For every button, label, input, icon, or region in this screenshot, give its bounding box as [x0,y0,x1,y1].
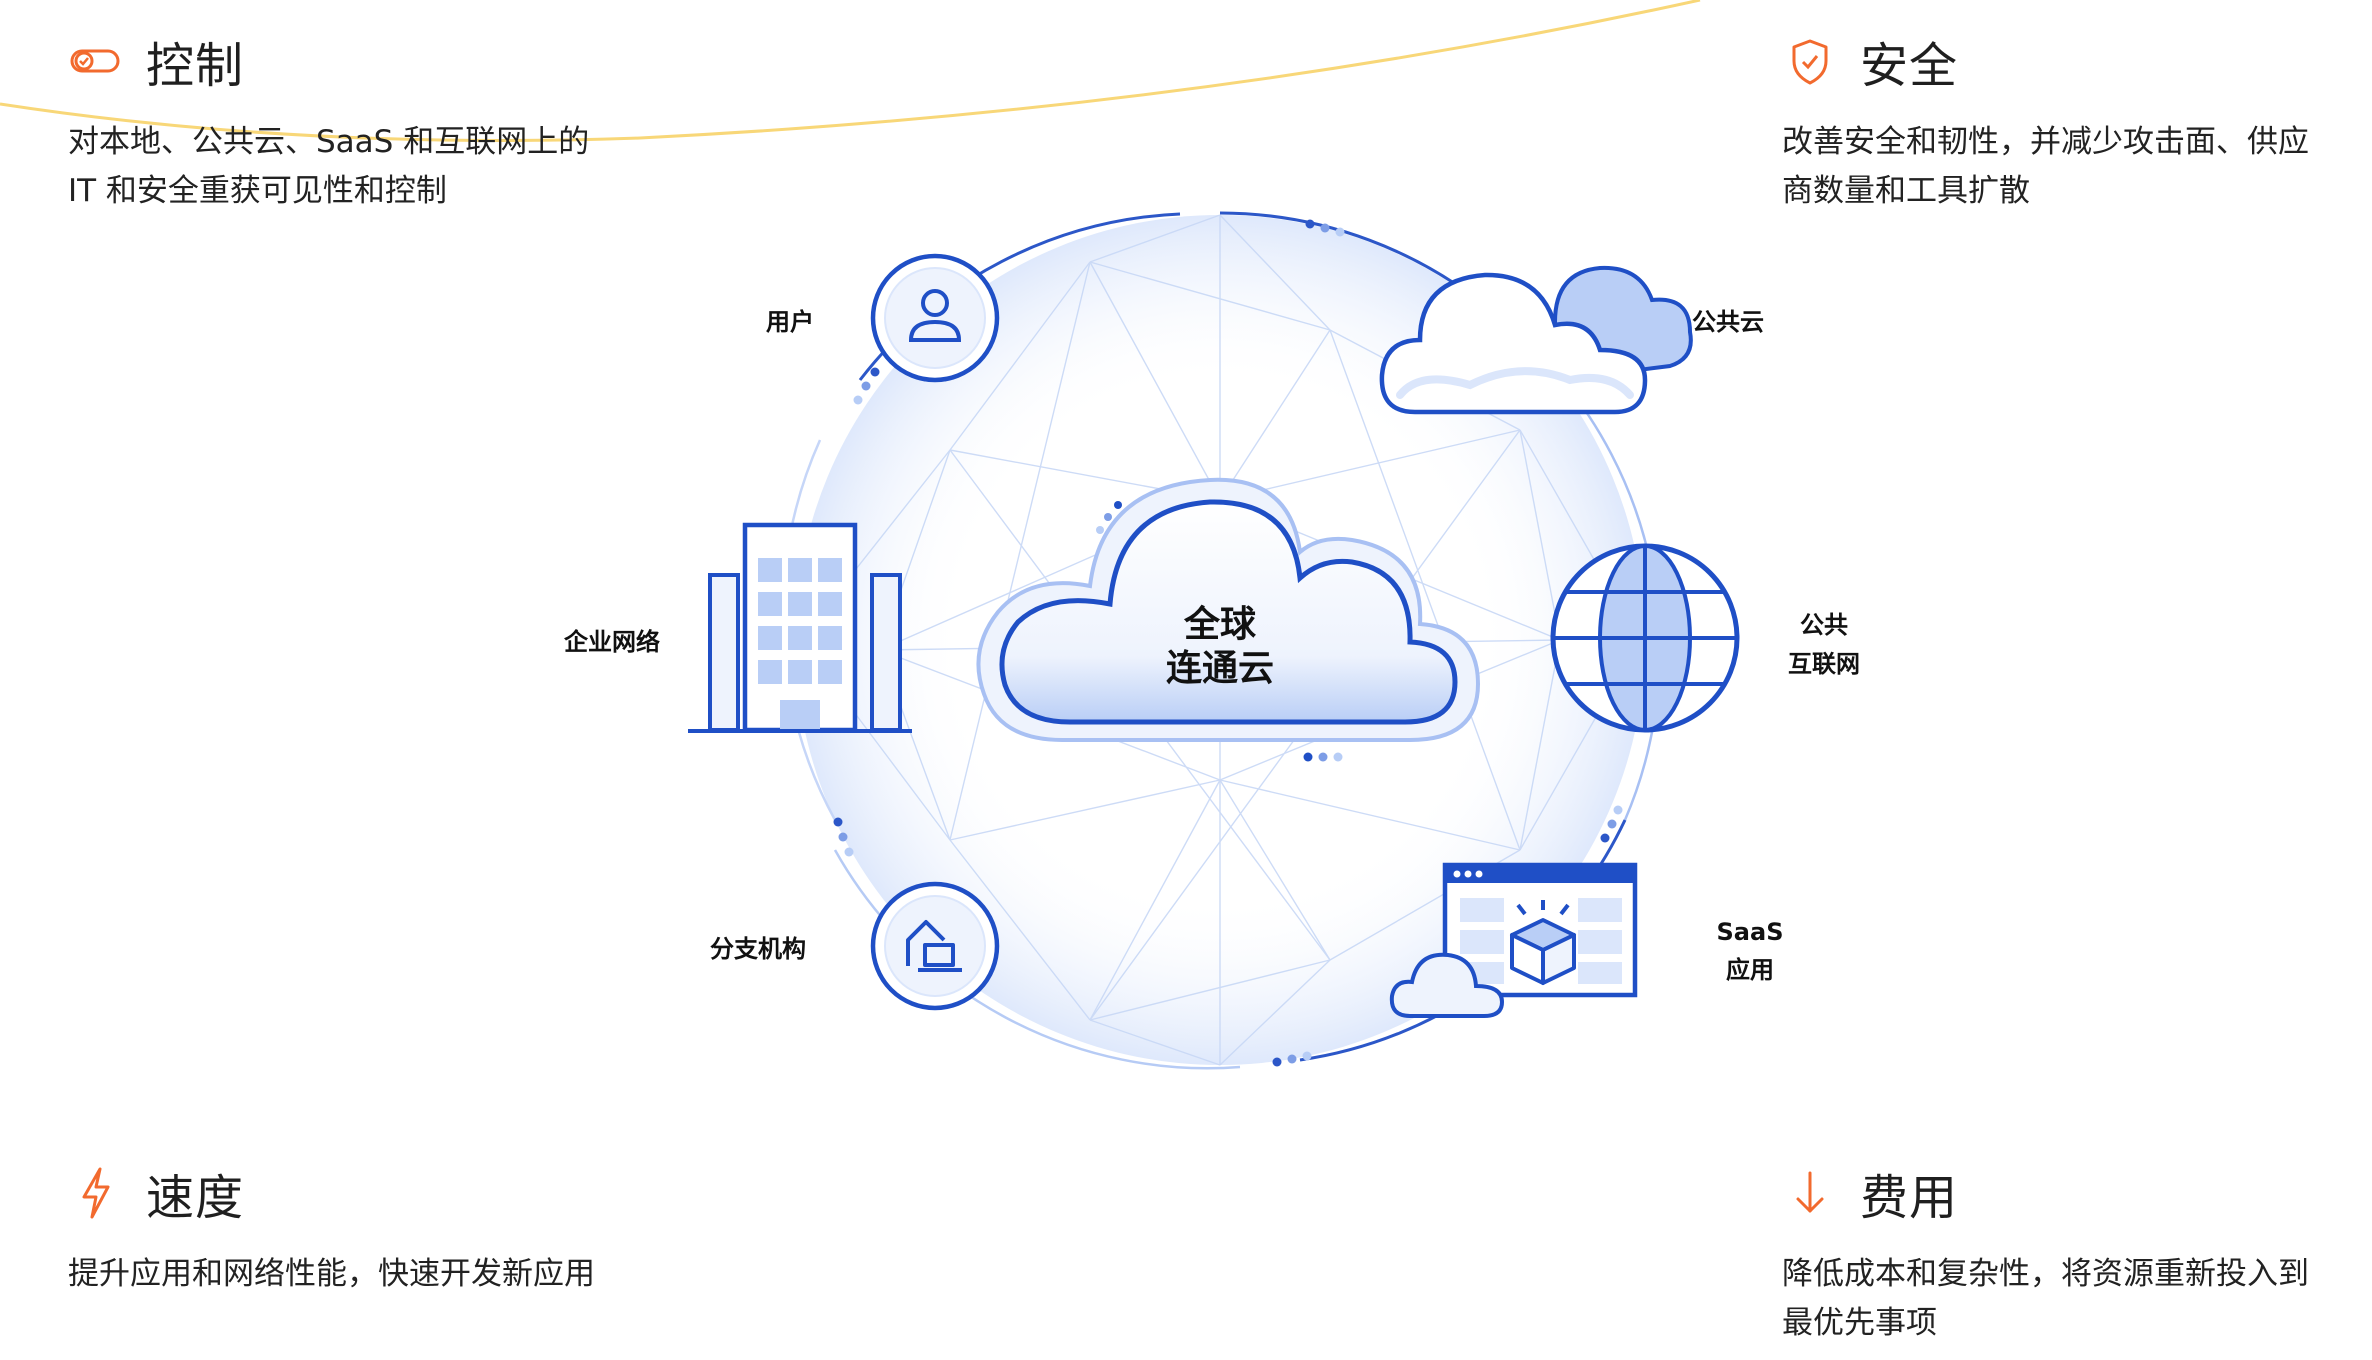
saas-label-line1: SaaS [1717,918,1784,946]
control-title: 控制 [146,38,245,94]
branch-label: 分支机构 [710,935,806,963]
branch-node: 分支机构 [710,881,1000,1011]
cost-title: 费用 [1860,1170,1959,1226]
home-laptop-icon [906,920,962,972]
cost-desc: 降低成本和复杂性，将资源重新投入到 最优先事项 [1782,1256,2309,1341]
building-windows [758,558,842,730]
saas-label-line2: 应用 [1726,956,1774,984]
speed-desc: 提升应用和网络性能，快速开发新应用 [68,1256,595,1292]
speed-section: 速度 提升应用和网络性能，快速开发新应用 [68,1158,595,1299]
center-title-line1: 全球 [1183,603,1257,645]
decorative-arc [0,0,1701,142]
enterprise-node: 企业网络 [564,522,912,733]
speed-title: 速度 [146,1170,245,1226]
internet-label-line2: 互联网 [1788,650,1860,678]
public-cloud-node: 公共云 [1379,265,1764,415]
mesh-lines [799,214,1641,1066]
enterprise-label: 企业网络 [564,628,660,656]
security-title: 安全 [1860,38,1959,94]
security-section: 安全 改善安全和韧性，并减少攻击面、供应 商数量和工具扩散 [1782,26,2309,216]
internet-node: 公共 互联网 [1550,543,1860,733]
center-title-line2: 连通云 [1166,648,1274,689]
shield-icon [1792,39,1828,85]
toggle-icon [70,49,120,73]
users-label: 用户 [766,308,814,336]
saas-node: SaaS 应用 [1389,862,1784,1018]
lightning-icon [82,1167,110,1219]
public-cloud-label: 公共云 [1692,308,1764,336]
box-icon [1510,900,1576,985]
security-desc: 改善安全和韧性，并减少攻击面、供应 商数量和工具扩散 [1782,124,2309,209]
users-node: 用户 [766,253,1000,383]
cost-section: 费用 降低成本和复杂性，将资源重新投入到 最优先事项 [1782,1158,2309,1348]
center-cloud: 全球 连通云 [976,477,1481,762]
internet-label-line1: 公共 [1800,611,1848,639]
control-section: 控制 对本地、公共云、SaaS 和互联网上的 IT 和安全重获可见性和控制 [68,26,589,216]
control-desc: 对本地、公共云、SaaS 和互联网上的 IT 和安全重获可见性和控制 [68,124,590,209]
arrow-down-icon [1796,1171,1824,1213]
user-icon [908,289,962,342]
